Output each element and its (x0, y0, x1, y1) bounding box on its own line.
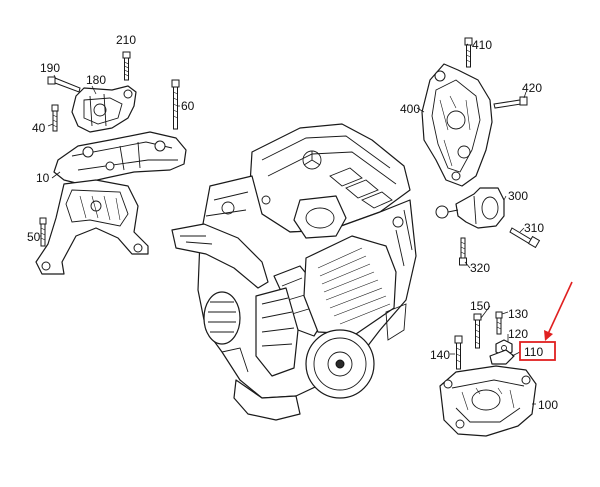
mount-100 (439, 365, 537, 437)
mount-300 (435, 187, 505, 229)
callout-300: 300 (508, 189, 528, 203)
callout-140: 140 (430, 348, 450, 362)
bolt-60 (171, 79, 180, 130)
callout-labels: 210 190 180 40 60 10 50 410 400 420 300 … (27, 33, 558, 412)
bracket-10 (53, 131, 187, 185)
callout-210: 210 (116, 33, 136, 47)
callout-410: 410 (472, 38, 492, 52)
highlight-arrow-head (544, 330, 553, 341)
bolt-50 (39, 217, 47, 247)
callout-100: 100 (538, 398, 558, 412)
bolt-140 (454, 335, 463, 370)
bolt-310 (509, 227, 541, 249)
callout-310: 310 (524, 221, 544, 235)
callout-50: 50 (27, 230, 41, 244)
callout-60: 60 (181, 99, 195, 113)
leader-lines (40, 43, 536, 405)
highlight-annotation (519, 281, 573, 361)
bolt-410 (464, 37, 473, 68)
callout-150: 150 (470, 299, 490, 313)
bolt-420 (493, 96, 528, 109)
carrier-50 (35, 179, 149, 275)
clip-110 (489, 349, 515, 365)
callout-110: 110 (524, 345, 543, 359)
callout-420: 420 (522, 81, 542, 95)
bolt-40 (51, 104, 59, 132)
callout-190: 190 (40, 61, 60, 75)
callout-120: 120 (508, 327, 528, 341)
bolt-130 (495, 311, 503, 335)
engine-assembly (171, 123, 417, 421)
bolt-320 (459, 237, 467, 266)
bolt-210 (122, 51, 131, 81)
right-upper-mount-group (421, 37, 541, 266)
callout-400: 400 (400, 102, 420, 116)
callout-10: 10 (36, 171, 50, 185)
highlight-arrow (547, 281, 573, 335)
callout-40: 40 (32, 121, 46, 135)
bolt-150 (473, 313, 482, 349)
left-mount-group (35, 51, 187, 275)
callout-320: 320 (470, 261, 490, 275)
bracket-400 (421, 63, 493, 187)
callout-180: 180 (86, 73, 106, 87)
callout-130: 130 (508, 307, 528, 321)
bolt-190 (47, 76, 81, 93)
highlight-box-110 (519, 341, 556, 361)
right-lower-mount-group (439, 311, 537, 437)
mount-180 (71, 85, 137, 133)
